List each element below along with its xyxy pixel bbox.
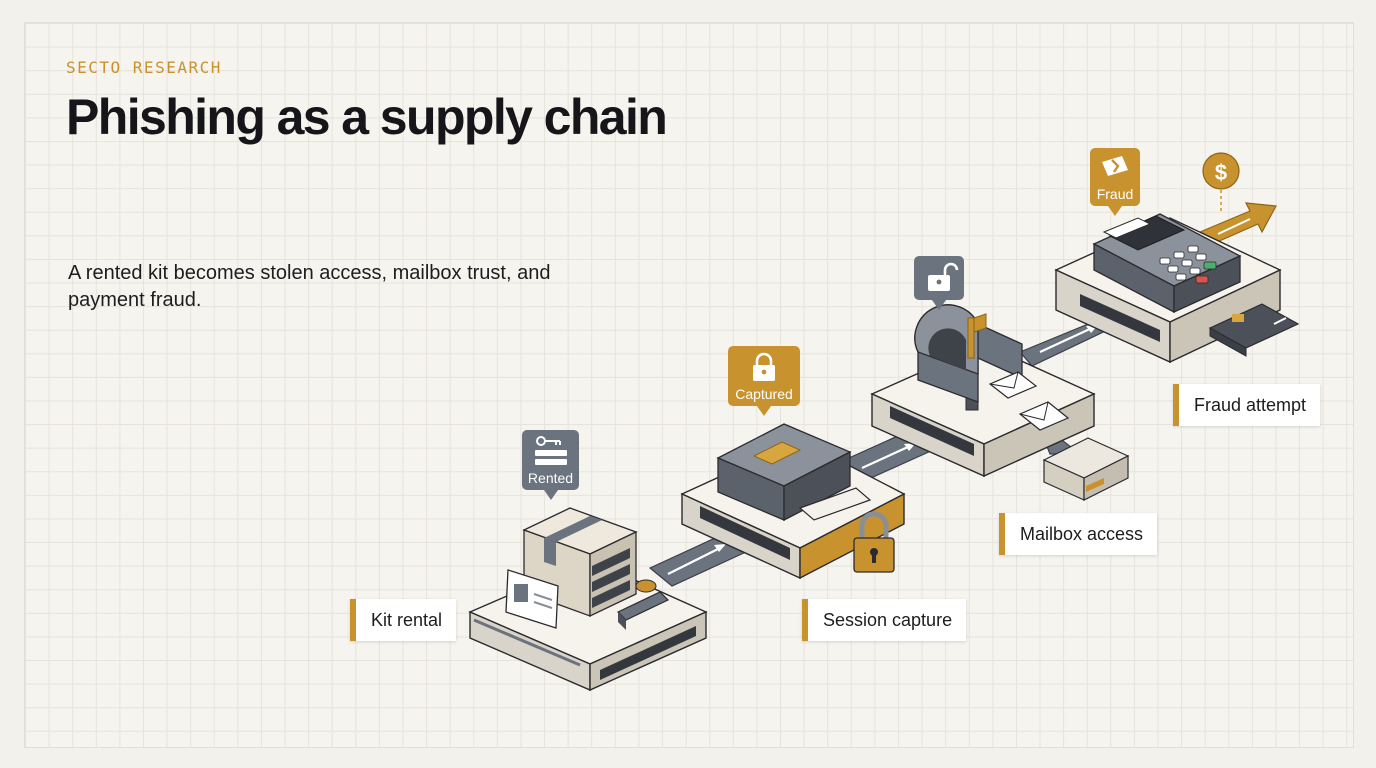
id-card-icon (505, 569, 559, 629)
callout-session-capture: Session capture (802, 599, 967, 641)
padlock-icon (753, 352, 775, 381)
package-box (522, 507, 638, 618)
card-reader-device (716, 423, 872, 522)
credit-card-icon (1208, 303, 1300, 357)
usb-key-icon (616, 579, 670, 630)
pin-fraud-label: Fraud (1097, 186, 1134, 202)
grid-background (24, 22, 1354, 748)
envelope-icon-2 (1018, 401, 1070, 431)
pin-fraud: Fraud (1090, 148, 1140, 216)
key-server-icon (535, 436, 567, 465)
mailbox-icon (914, 304, 1023, 411)
pin-captured: Captured (728, 346, 800, 416)
callout-kit-rental: Kit rental (350, 599, 457, 641)
envelope-icon-1 (988, 371, 1038, 399)
padlock-closed-icon (853, 511, 895, 573)
currency-symbol: $ (1215, 160, 1227, 185)
pin-captured-label: Captured (735, 386, 793, 402)
coin-icon: $ (1202, 152, 1240, 214)
small-server-box (1042, 437, 1130, 501)
callout-fraud-attempt: Fraud attempt (1173, 384, 1321, 426)
payment-terminal (1092, 213, 1242, 314)
brand-eyebrow: SECTO RESEARCH (66, 58, 222, 77)
unlock-icon (928, 262, 959, 291)
callout-fraud-attempt-label: Fraud attempt (1194, 394, 1307, 415)
broken-card-icon (1102, 156, 1128, 176)
pin-rented-label: Rented (528, 470, 573, 486)
callout-session-capture-label: Session capture (823, 609, 953, 630)
callout-mailbox-access-label: Mailbox access (1020, 523, 1144, 544)
pin-unlocked (914, 256, 964, 310)
callout-mailbox-access: Mailbox access (999, 513, 1158, 555)
pin-rented: Rented (522, 430, 579, 500)
callout-kit-rental-label: Kit rental (371, 609, 443, 630)
page-title: Phishing as a supply chain (66, 89, 668, 145)
page-subtitle: A rented kit becomes stolen access, mail… (68, 262, 551, 311)
